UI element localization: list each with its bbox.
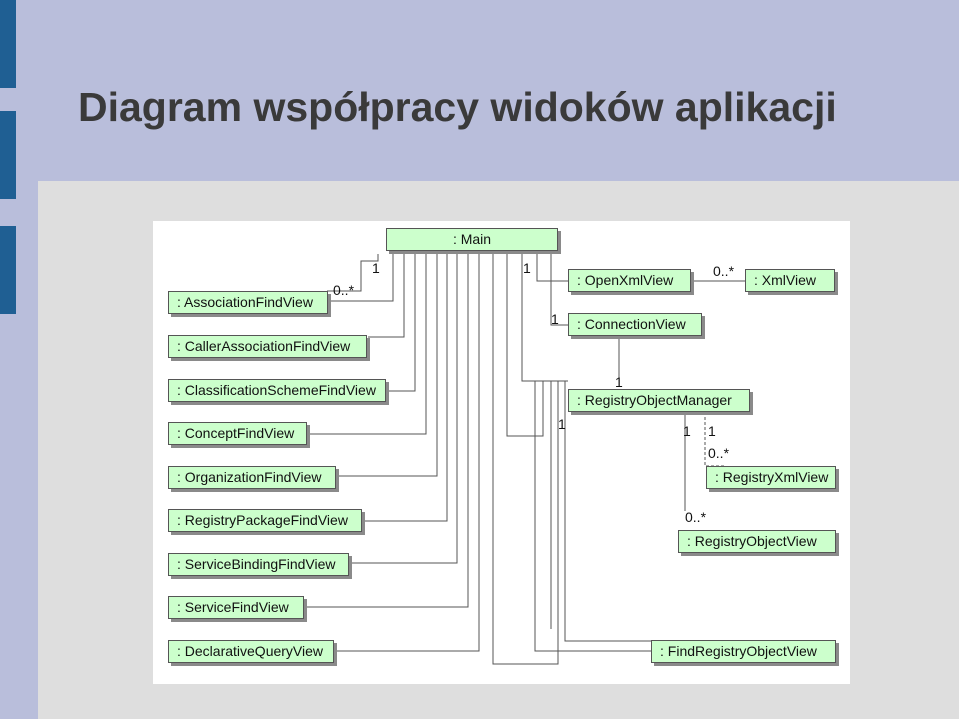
service-binding-find-view-node: : ServiceBindingFindView <box>168 553 349 576</box>
accent-bar-1 <box>0 0 16 88</box>
concept-find-view-node: : ConceptFindView <box>168 422 307 445</box>
classification-scheme-find-view-node: : ClassificationSchemeFindView <box>168 379 386 402</box>
multiplicity-label: 0..* <box>713 263 735 279</box>
association-find-view-node: : AssociationFindView <box>168 291 328 314</box>
registry-object-manager-node: : RegistryObjectManager <box>568 389 750 412</box>
multiplicity-label: 0..* <box>708 445 730 461</box>
multiplicity-label: 0..* <box>685 509 707 525</box>
caller-association-find-view-node: : CallerAssociationFindView <box>168 335 367 358</box>
main-node: : Main <box>386 228 558 251</box>
open-xml-view-node: : OpenXmlView <box>568 269 691 292</box>
multiplicity-label: 1 <box>558 416 566 432</box>
multiplicity-label: 1 <box>372 260 380 276</box>
declarative-query-view-node: : DeclarativeQueryView <box>168 640 334 663</box>
registry-xml-view-node: : RegistryXmlView <box>706 466 836 489</box>
service-find-view-node: : ServiceFindView <box>168 596 304 619</box>
multiplicity-label: 1 <box>551 311 559 327</box>
multiplicity-label: 0..* <box>333 282 355 298</box>
multiplicity-label: 1 <box>615 374 623 390</box>
xml-view-node: : XmlView <box>745 269 835 292</box>
accent-bar-2 <box>0 111 16 199</box>
registry-object-view-node: : RegistryObjectView <box>678 530 836 553</box>
multiplicity-label: 1 <box>683 423 691 439</box>
connection-view-node: : ConnectionView <box>568 313 702 336</box>
multiplicity-label: 1 <box>523 260 531 276</box>
registry-package-find-view-node: : RegistryPackageFindView <box>168 509 362 532</box>
accent-bar-3 <box>0 226 16 314</box>
organization-find-view-node: : OrganizationFindView <box>168 466 336 489</box>
slide-title: Diagram współpracy widoków aplikacji <box>78 84 837 130</box>
multiplicity-label: 1 <box>708 423 716 439</box>
find-registry-object-view-node: : FindRegistryObjectView <box>651 640 836 663</box>
diagram-canvas: : Main : AssociationFindView : CallerAss… <box>153 221 850 684</box>
